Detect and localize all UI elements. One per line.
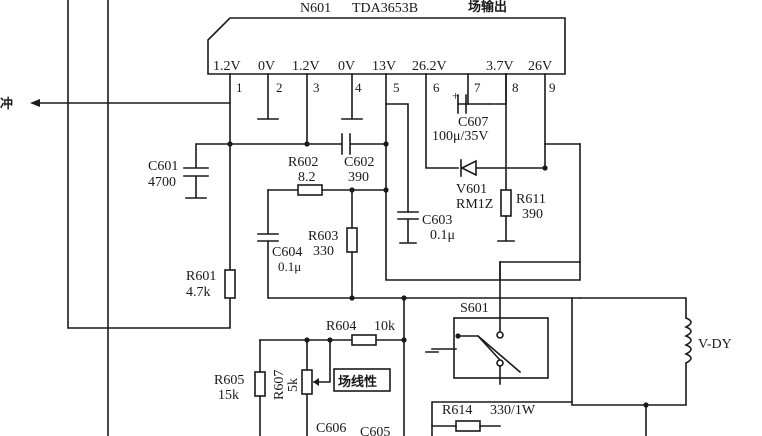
r602-resistor: R602 8.2: [267, 155, 389, 196]
ic-pin-numbers: 1 2 3 4 5 6 7 8 9: [236, 80, 556, 95]
svg-text:+: +: [452, 88, 459, 103]
r604-ref: R604: [326, 319, 356, 334]
r605-ref: R605: [214, 373, 244, 388]
ic-part-number: TDA3653B: [352, 1, 418, 16]
r611-ref: R611: [516, 192, 546, 207]
pin-number-9: 9: [549, 80, 556, 95]
pin1-voltage: 1.2V: [213, 59, 241, 74]
pin-number-8: 8: [512, 80, 519, 95]
c601-capacitor: C601 4700: [148, 141, 233, 199]
pin-number-5: 5: [393, 80, 400, 95]
v601-diode: V601 RM1Z: [456, 159, 548, 212]
ic-function-label: 场输出: [468, 0, 507, 15]
yoke-label: V-DY: [698, 337, 732, 352]
pin9-voltage: 26V: [528, 59, 552, 74]
pin4-voltage: 0V: [338, 59, 355, 74]
linearity-control: 场线性: [333, 368, 391, 392]
r605-resistor: R605 15k: [214, 339, 266, 436]
c602-ref: C602: [344, 155, 374, 170]
c606-capacitor: C606 C605: [316, 421, 390, 436]
pin-number-2: 2: [276, 80, 283, 95]
pin-number-6: 6: [433, 80, 440, 95]
c602-value: 390: [348, 170, 369, 185]
wiper-arrow-icon: [313, 378, 319, 386]
r601-ref: R601: [186, 269, 216, 284]
pin6-voltage: 26.2V: [412, 59, 447, 74]
c601-ref: C601: [148, 159, 178, 174]
pin-leads: [229, 73, 581, 281]
pin5-voltage: 13V: [372, 59, 396, 74]
c604-ref: C604: [272, 245, 302, 260]
r611-resistor: R611 390: [497, 189, 546, 242]
ic-designator: N601: [300, 1, 331, 16]
c602-capacitor: C602 390: [229, 133, 389, 185]
c607-ref: C607: [458, 115, 488, 130]
r611-value: 390: [522, 207, 543, 222]
ic-n601: N601 TDA3653B 场输出 1.2V 0V 1.2V 0V 13V 26…: [207, 0, 566, 95]
c604-value: 0.1μ: [278, 259, 301, 274]
s601-switch: S601: [425, 261, 549, 385]
r603-value: 330: [313, 244, 334, 259]
left-wires: 冲: [0, 0, 231, 436]
c606-ref: C606: [316, 421, 346, 436]
c607-capacitor: + C607 100μ/35V: [432, 88, 491, 144]
r605-value: 15k: [218, 388, 239, 403]
pin3-voltage: 1.2V: [292, 59, 320, 74]
r601-value: 4.7k: [186, 285, 211, 300]
c603-value: 0.1μ: [430, 228, 455, 243]
pin8-voltage: 3.7V: [486, 59, 514, 74]
r601-resistor: R601 4.7k: [186, 269, 236, 300]
pulse-arrow-icon: [30, 99, 40, 107]
c604-capacitor: C604 0.1μ: [257, 189, 581, 299]
c601-value: 4700: [148, 175, 176, 190]
r614-ref: R614: [442, 403, 472, 418]
c605-ref: C605: [360, 425, 390, 436]
pin2-voltage: 0V: [258, 59, 275, 74]
ic-pin-voltages: 1.2V 0V 1.2V 0V 13V 26.2V 3.7V 26V: [213, 59, 552, 74]
c603-capacitor: C603 0.1μ: [397, 211, 455, 244]
r604-resistor: R604 10k: [259, 295, 407, 436]
c607-value: 100μ/35V: [432, 129, 489, 144]
r614-value: 330/1W: [490, 403, 536, 418]
linearity-label: 场线性: [338, 374, 377, 390]
r602-ref: R602: [288, 155, 318, 170]
r614-resistor: R614 330/1W: [431, 401, 573, 436]
pin-number-3: 3: [313, 80, 320, 95]
v601-value: RM1Z: [456, 197, 493, 212]
r607-potentiometer: R607 5k: [272, 337, 333, 436]
r607-ref: R607: [272, 370, 287, 400]
s601-ref: S601: [460, 301, 489, 316]
c603-ref: C603: [422, 213, 452, 228]
r602-value: 8.2: [298, 170, 316, 185]
pulse-output-label: 冲: [0, 96, 13, 112]
pin-number-4: 4: [355, 80, 362, 95]
r603-ref: R603: [308, 229, 338, 244]
pin-number-1: 1: [236, 80, 243, 95]
r607-value: 5k: [286, 378, 301, 392]
r604-value: 10k: [374, 319, 395, 334]
v601-ref: V601: [456, 182, 487, 197]
r603-resistor: R603 330: [308, 189, 358, 301]
pin-number-7: 7: [474, 80, 481, 95]
